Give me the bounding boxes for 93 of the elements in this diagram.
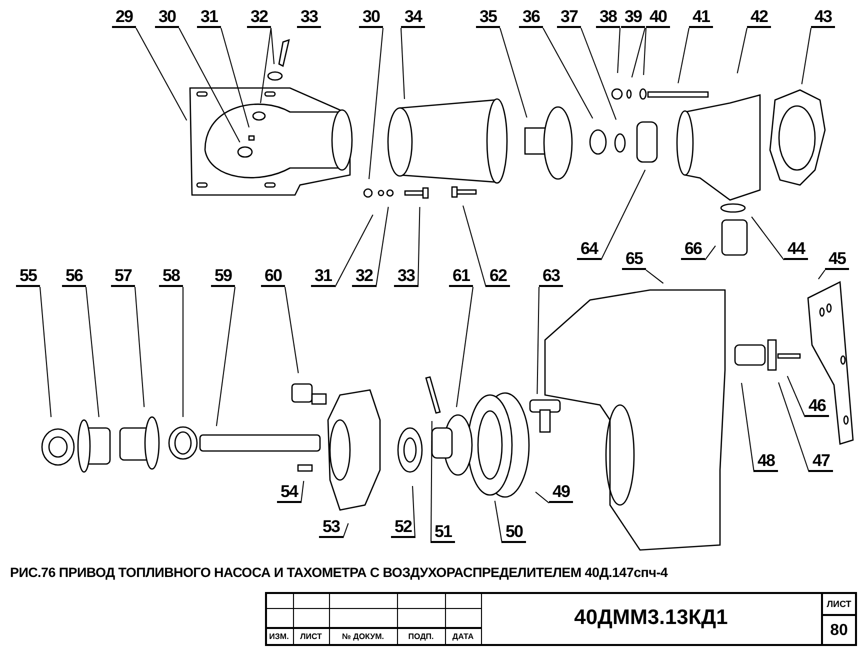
leader-line <box>500 28 528 118</box>
leader-line <box>178 28 240 143</box>
callout-number: 62 <box>486 267 510 287</box>
leader-line <box>400 28 405 100</box>
callout-number: 59 <box>211 267 235 287</box>
leader-line <box>751 216 784 260</box>
leader-line <box>535 491 550 504</box>
leader-line <box>631 28 646 78</box>
callout-number: 61 <box>449 267 473 287</box>
callout-number: 56 <box>62 267 86 287</box>
leader-line <box>40 286 52 418</box>
callout-number: 47 <box>809 452 833 472</box>
callout-number: 41 <box>689 8 713 28</box>
leader-line <box>462 205 486 288</box>
callout-number: 65 <box>622 250 646 270</box>
callout-number: 42 <box>747 8 771 28</box>
callout-number: 37 <box>557 8 581 28</box>
leader-line <box>86 286 100 418</box>
leader-line <box>542 28 594 119</box>
callout-number: 33 <box>297 8 321 28</box>
callout-number: 32 <box>247 8 271 28</box>
leader-line <box>801 28 812 85</box>
leader-line <box>736 28 748 74</box>
leader-line <box>134 286 145 408</box>
callout-number: 50 <box>502 523 526 543</box>
callout-number: 57 <box>111 267 135 287</box>
leader-line <box>818 270 826 280</box>
table-header: ЛИСТ <box>299 631 323 643</box>
callout-number: 31 <box>197 8 221 28</box>
leader-line <box>786 376 806 418</box>
callout-number: 45 <box>825 250 849 270</box>
leader-line <box>342 522 349 538</box>
callout-number: 34 <box>401 8 425 28</box>
table-header: № ДОКУМ. <box>340 631 385 643</box>
callout-number: 31 <box>311 267 335 287</box>
callout-number: 43 <box>811 8 835 28</box>
leader-line <box>284 286 299 374</box>
leader-line <box>494 500 502 544</box>
leader-line <box>136 28 188 121</box>
callout-number: 29 <box>112 8 136 28</box>
leader-line <box>412 486 416 538</box>
leader-line <box>704 245 716 260</box>
leader-line <box>536 286 540 394</box>
sheet-label: ЛИСТ <box>826 598 852 611</box>
leader-line <box>646 270 664 284</box>
leader-line <box>300 480 304 504</box>
leader-line <box>220 28 250 128</box>
leader-line <box>778 382 810 472</box>
sheet-number: 80 <box>829 621 849 641</box>
callout-number: 55 <box>16 267 40 287</box>
callout-number: 35 <box>476 8 500 28</box>
leader-line <box>456 286 474 408</box>
leader-line <box>334 214 374 288</box>
callout-number: 30 <box>155 8 179 28</box>
leader-line <box>430 420 432 544</box>
leader-line <box>368 28 384 180</box>
callout-number: 52 <box>391 518 415 538</box>
callout-number: 51 <box>431 523 455 543</box>
table-header: ДАТА <box>451 631 475 643</box>
callout-number: 63 <box>539 267 563 287</box>
callout-number: 33 <box>394 267 418 287</box>
callout-number: 32 <box>352 267 376 287</box>
callout-number: 53 <box>319 518 343 538</box>
leader-line <box>741 382 754 472</box>
leader-line <box>643 28 646 76</box>
callout-number: 38 <box>596 8 620 28</box>
callout-number: 60 <box>261 267 285 287</box>
callout-number: 49 <box>549 483 573 503</box>
callout-number: 58 <box>159 267 183 287</box>
leader-line <box>418 206 420 288</box>
leader-line <box>260 28 272 104</box>
callout-number: 44 <box>784 240 808 260</box>
figure-caption: РИС.76 ПРИВОД ТОПЛИВНОГО НАСОСА И ТАХОМЕТРА С ВОЗДУХОРАСПРЕДЕЛИТЕЛЕМ 40Д.147спч-4 <box>10 564 668 582</box>
callout-number: 48 <box>754 452 778 472</box>
callout-number: 39 <box>621 8 645 28</box>
leader-line <box>617 28 620 74</box>
table-header: ИЗМ. <box>268 631 290 643</box>
callout-number: 36 <box>519 8 543 28</box>
callout-number: 54 <box>277 483 301 503</box>
callout-number: 40 <box>646 8 670 28</box>
leader-line <box>216 286 236 427</box>
leader-line <box>580 28 617 120</box>
drawing-code: 40ДММ3.13КД1 <box>573 605 729 631</box>
callout-number: 66 <box>681 240 705 260</box>
callout-number: 64 <box>577 240 601 260</box>
leader-line <box>182 286 184 418</box>
leader-line <box>376 206 389 288</box>
callout-number: 30 <box>359 8 383 28</box>
leader-line <box>270 28 275 65</box>
leader-line <box>600 169 646 260</box>
callout-number: 46 <box>805 397 829 417</box>
leader-line <box>678 28 690 84</box>
table-header: ПОДП. <box>407 631 435 643</box>
